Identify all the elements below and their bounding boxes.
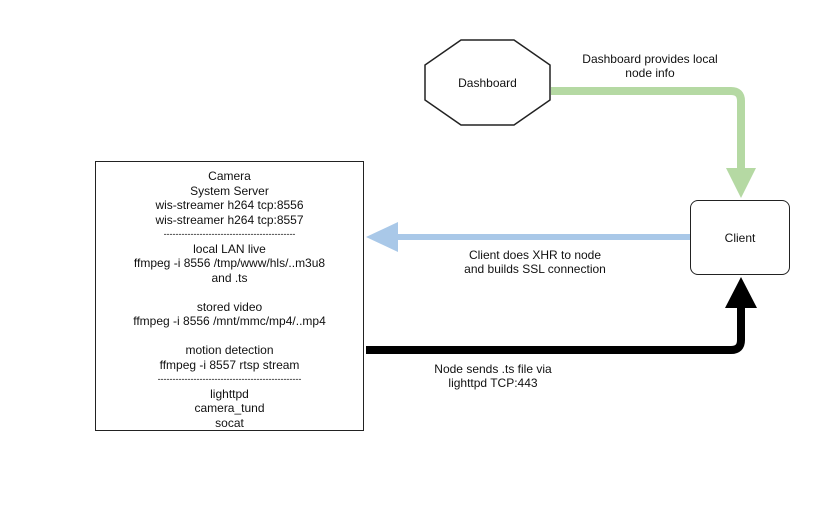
camera-divider: ----------------------------------------… — [163, 229, 296, 239]
camera-line: socat — [215, 415, 244, 430]
camera-line: camera_tund — [194, 401, 265, 415]
camera-to-client-arrowhead — [725, 277, 757, 308]
edge-label-line: Client does XHR to node — [468, 248, 602, 262]
camera-blank-line — [96, 329, 363, 344]
camera-line: wis-streamer h264 tcp:8557 — [155, 212, 304, 227]
client-node-label: Client — [724, 230, 756, 245]
client-node: Client — [690, 200, 790, 275]
edge-label-line: lighttpd TCP:443 — [448, 376, 538, 390]
camera-to-client-label: Node sends .ts file via lighttpd TCP:443 — [418, 362, 568, 390]
camera-line: ffmpeg -i 8556 /mnt/mmc/mp4/..mp4 — [133, 314, 326, 328]
camera-line: Camera — [208, 169, 251, 183]
dashboard-to-client-label: Dashboard provides local node info — [575, 52, 725, 80]
edge-label-line: Node sends .ts file via — [434, 362, 552, 376]
camera-blank-line — [96, 285, 363, 300]
camera-line: ffmpeg -i 8557 rtsp stream — [159, 357, 300, 372]
edge-label-line: and builds SSL connection — [464, 262, 606, 276]
camera-line: and .ts — [211, 270, 248, 285]
camera-to-client-arrow-line — [366, 306, 745, 354]
camera-line: wis-streamer h264 tcp:8556 — [155, 198, 304, 212]
camera-line: System Server — [190, 183, 269, 198]
camera-node-text: Camera System Server wis-streamer h264 t… — [96, 169, 363, 430]
client-to-camera-arrowhead — [366, 222, 398, 252]
client-to-camera-label: Client does XHR to node and builds SSL c… — [455, 248, 615, 276]
camera-line: local LAN live — [193, 241, 266, 256]
camera-line: ffmpeg -i 8556 /tmp/www/hls/..m3u8 — [133, 256, 326, 270]
dashboard-to-client-arrow-line — [551, 87, 745, 170]
dashboard-node: Dashboard — [425, 40, 550, 125]
dashboard-node-shape — [424, 39, 551, 126]
camera-line: stored video — [196, 299, 263, 314]
dashboard-node-label: Dashboard — [458, 75, 517, 90]
edge-label-line: Dashboard provides local — [582, 52, 718, 66]
edge-label-line: node info — [625, 66, 675, 80]
camera-line: motion detection — [185, 343, 274, 357]
camera-node: Camera System Server wis-streamer h264 t… — [95, 161, 364, 431]
camera-divider: ----------------------------------------… — [157, 374, 302, 384]
dashboard-to-client-arrowhead — [726, 168, 756, 198]
camera-line: lighttpd — [210, 386, 249, 401]
